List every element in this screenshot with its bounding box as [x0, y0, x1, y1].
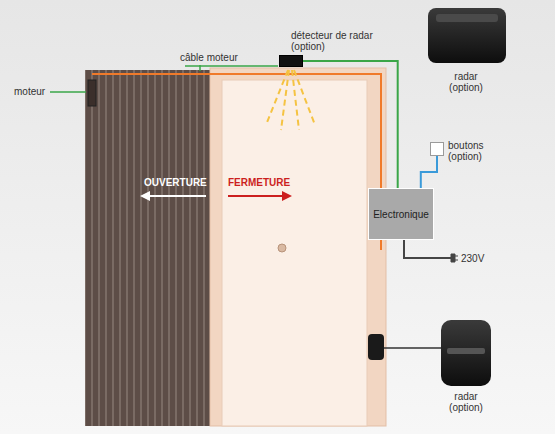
- node-text: Electronique: [373, 209, 429, 220]
- wire: [421, 156, 437, 188]
- beam: [281, 70, 289, 130]
- part-label: radar (option): [442, 71, 490, 93]
- button-box: boutons (option): [430, 142, 444, 156]
- voltage-label: 230V: [461, 253, 484, 264]
- radar-sensor: [368, 334, 384, 360]
- direction-label: OUVERTURE: [144, 177, 207, 188]
- node-text: détecteur de radar (option): [291, 30, 383, 52]
- open-arrowhead: [140, 191, 150, 201]
- radar-device: [441, 320, 491, 386]
- beam: [266, 70, 288, 125]
- part-label: câble moteur: [180, 52, 238, 63]
- wire: [303, 61, 398, 188]
- motor: [88, 80, 96, 106]
- close-arrowhead: [282, 191, 292, 201]
- radar-beams: [266, 70, 315, 130]
- plug-symbol: [451, 254, 458, 262]
- node-text: boutons (option): [448, 140, 500, 162]
- door-knob: [278, 244, 286, 252]
- motor-cable: [92, 74, 381, 250]
- direction-label: FERMETURE: [228, 177, 290, 188]
- electronics-box: Electronique: [368, 188, 434, 240]
- door-panel: [222, 80, 367, 426]
- radar-wire: [384, 347, 441, 349]
- leader-line: [185, 65, 278, 67]
- beam: [292, 70, 299, 130]
- leader-line: [50, 91, 86, 93]
- mains-cable: [404, 240, 451, 258]
- radar-detail: [436, 14, 498, 22]
- door-leaf: [85, 70, 211, 426]
- door-frame: [210, 68, 386, 426]
- radar-device: [428, 8, 506, 63]
- close-arrow: [228, 195, 284, 197]
- radar-detail: [447, 348, 485, 354]
- part-label: radar (option): [442, 391, 490, 413]
- beam: [294, 70, 315, 125]
- open-arrow: [146, 195, 206, 197]
- part-label: moteur: [14, 86, 45, 97]
- radar-detector: détecteur de radar (option): [279, 55, 303, 67]
